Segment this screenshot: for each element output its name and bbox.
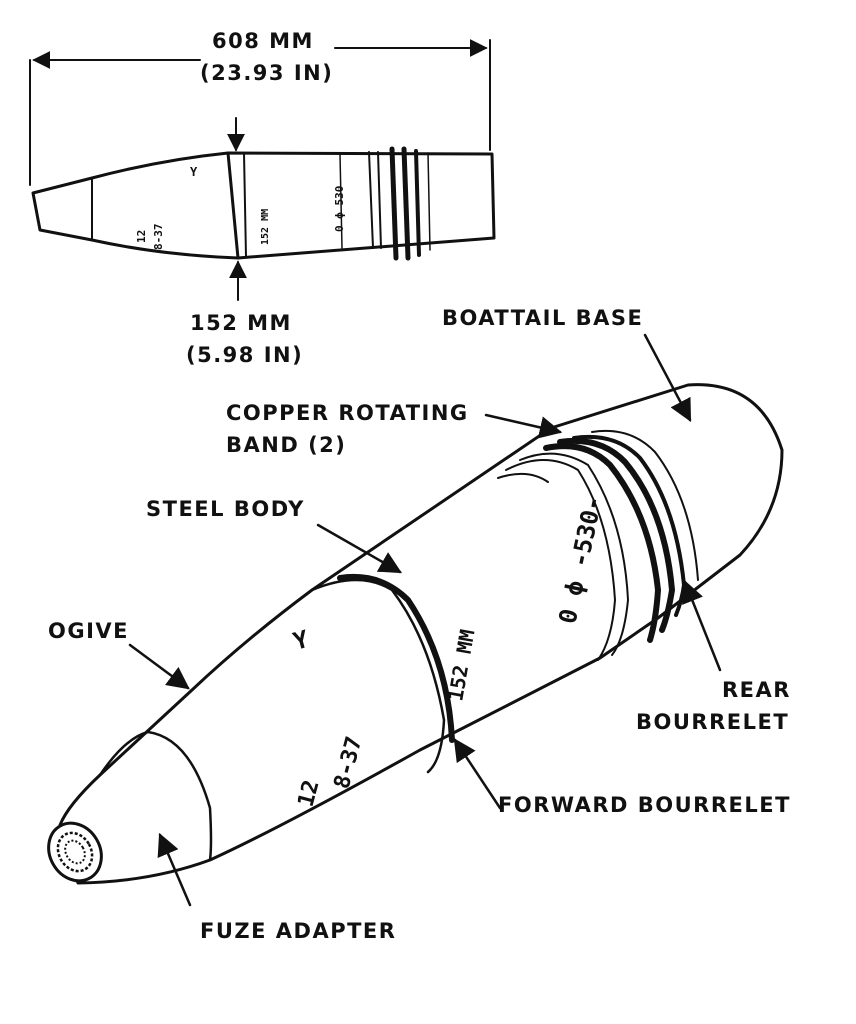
length-dimension bbox=[29, 39, 491, 186]
length-in-label: (23.93 IN) bbox=[200, 61, 333, 85]
perspective-projectile bbox=[47, 383, 784, 885]
side-symbol-mark: Y bbox=[190, 165, 198, 179]
side-caliber-mark: 152 MM bbox=[260, 209, 271, 245]
diameter-in-label: (5.98 IN) bbox=[186, 343, 303, 367]
copper-band-label-line2: BAND (2) bbox=[226, 433, 346, 457]
rear-bourrelet-label-line1: REAR bbox=[722, 678, 791, 702]
leader-lines bbox=[128, 333, 722, 907]
rear-bourrelet-label-line2: BOURRELET bbox=[636, 710, 789, 734]
caliber-mark: 152 MM bbox=[443, 628, 479, 703]
forward-bourrelet-label: FORWARD BOURRELET bbox=[498, 793, 791, 817]
perspective-view: Y 12 8-37 152 MM 0 ϕ -530- BOATTAIL BASE… bbox=[47, 306, 791, 943]
ogive-label: OGIVE bbox=[48, 619, 129, 643]
side-lot-code-mark: 8-37 bbox=[152, 224, 165, 251]
side-view: 608 MM (23.93 IN) Y 12 8-37 152 MM 0 ϕ 5… bbox=[29, 29, 496, 367]
diameter-mm-label: 152 MM bbox=[190, 311, 292, 335]
side-model-mark: 0 ϕ 530 bbox=[333, 186, 346, 232]
steel-body-label: STEEL BODY bbox=[146, 497, 305, 521]
copper-band-label-line1: COPPER ROTATING bbox=[226, 401, 469, 425]
boattail-base-label: BOATTAIL BASE bbox=[442, 306, 643, 330]
length-mm-label: 608 MM bbox=[212, 29, 314, 53]
symbol-mark: Y bbox=[290, 625, 312, 656]
side-projectile bbox=[31, 146, 496, 261]
fuze-adapter-label: FUZE ADAPTER bbox=[200, 919, 396, 943]
fuze-opening bbox=[47, 821, 103, 883]
model-mark: 0 ϕ -530- bbox=[553, 493, 607, 626]
side-lot-number-mark: 12 bbox=[135, 230, 148, 243]
